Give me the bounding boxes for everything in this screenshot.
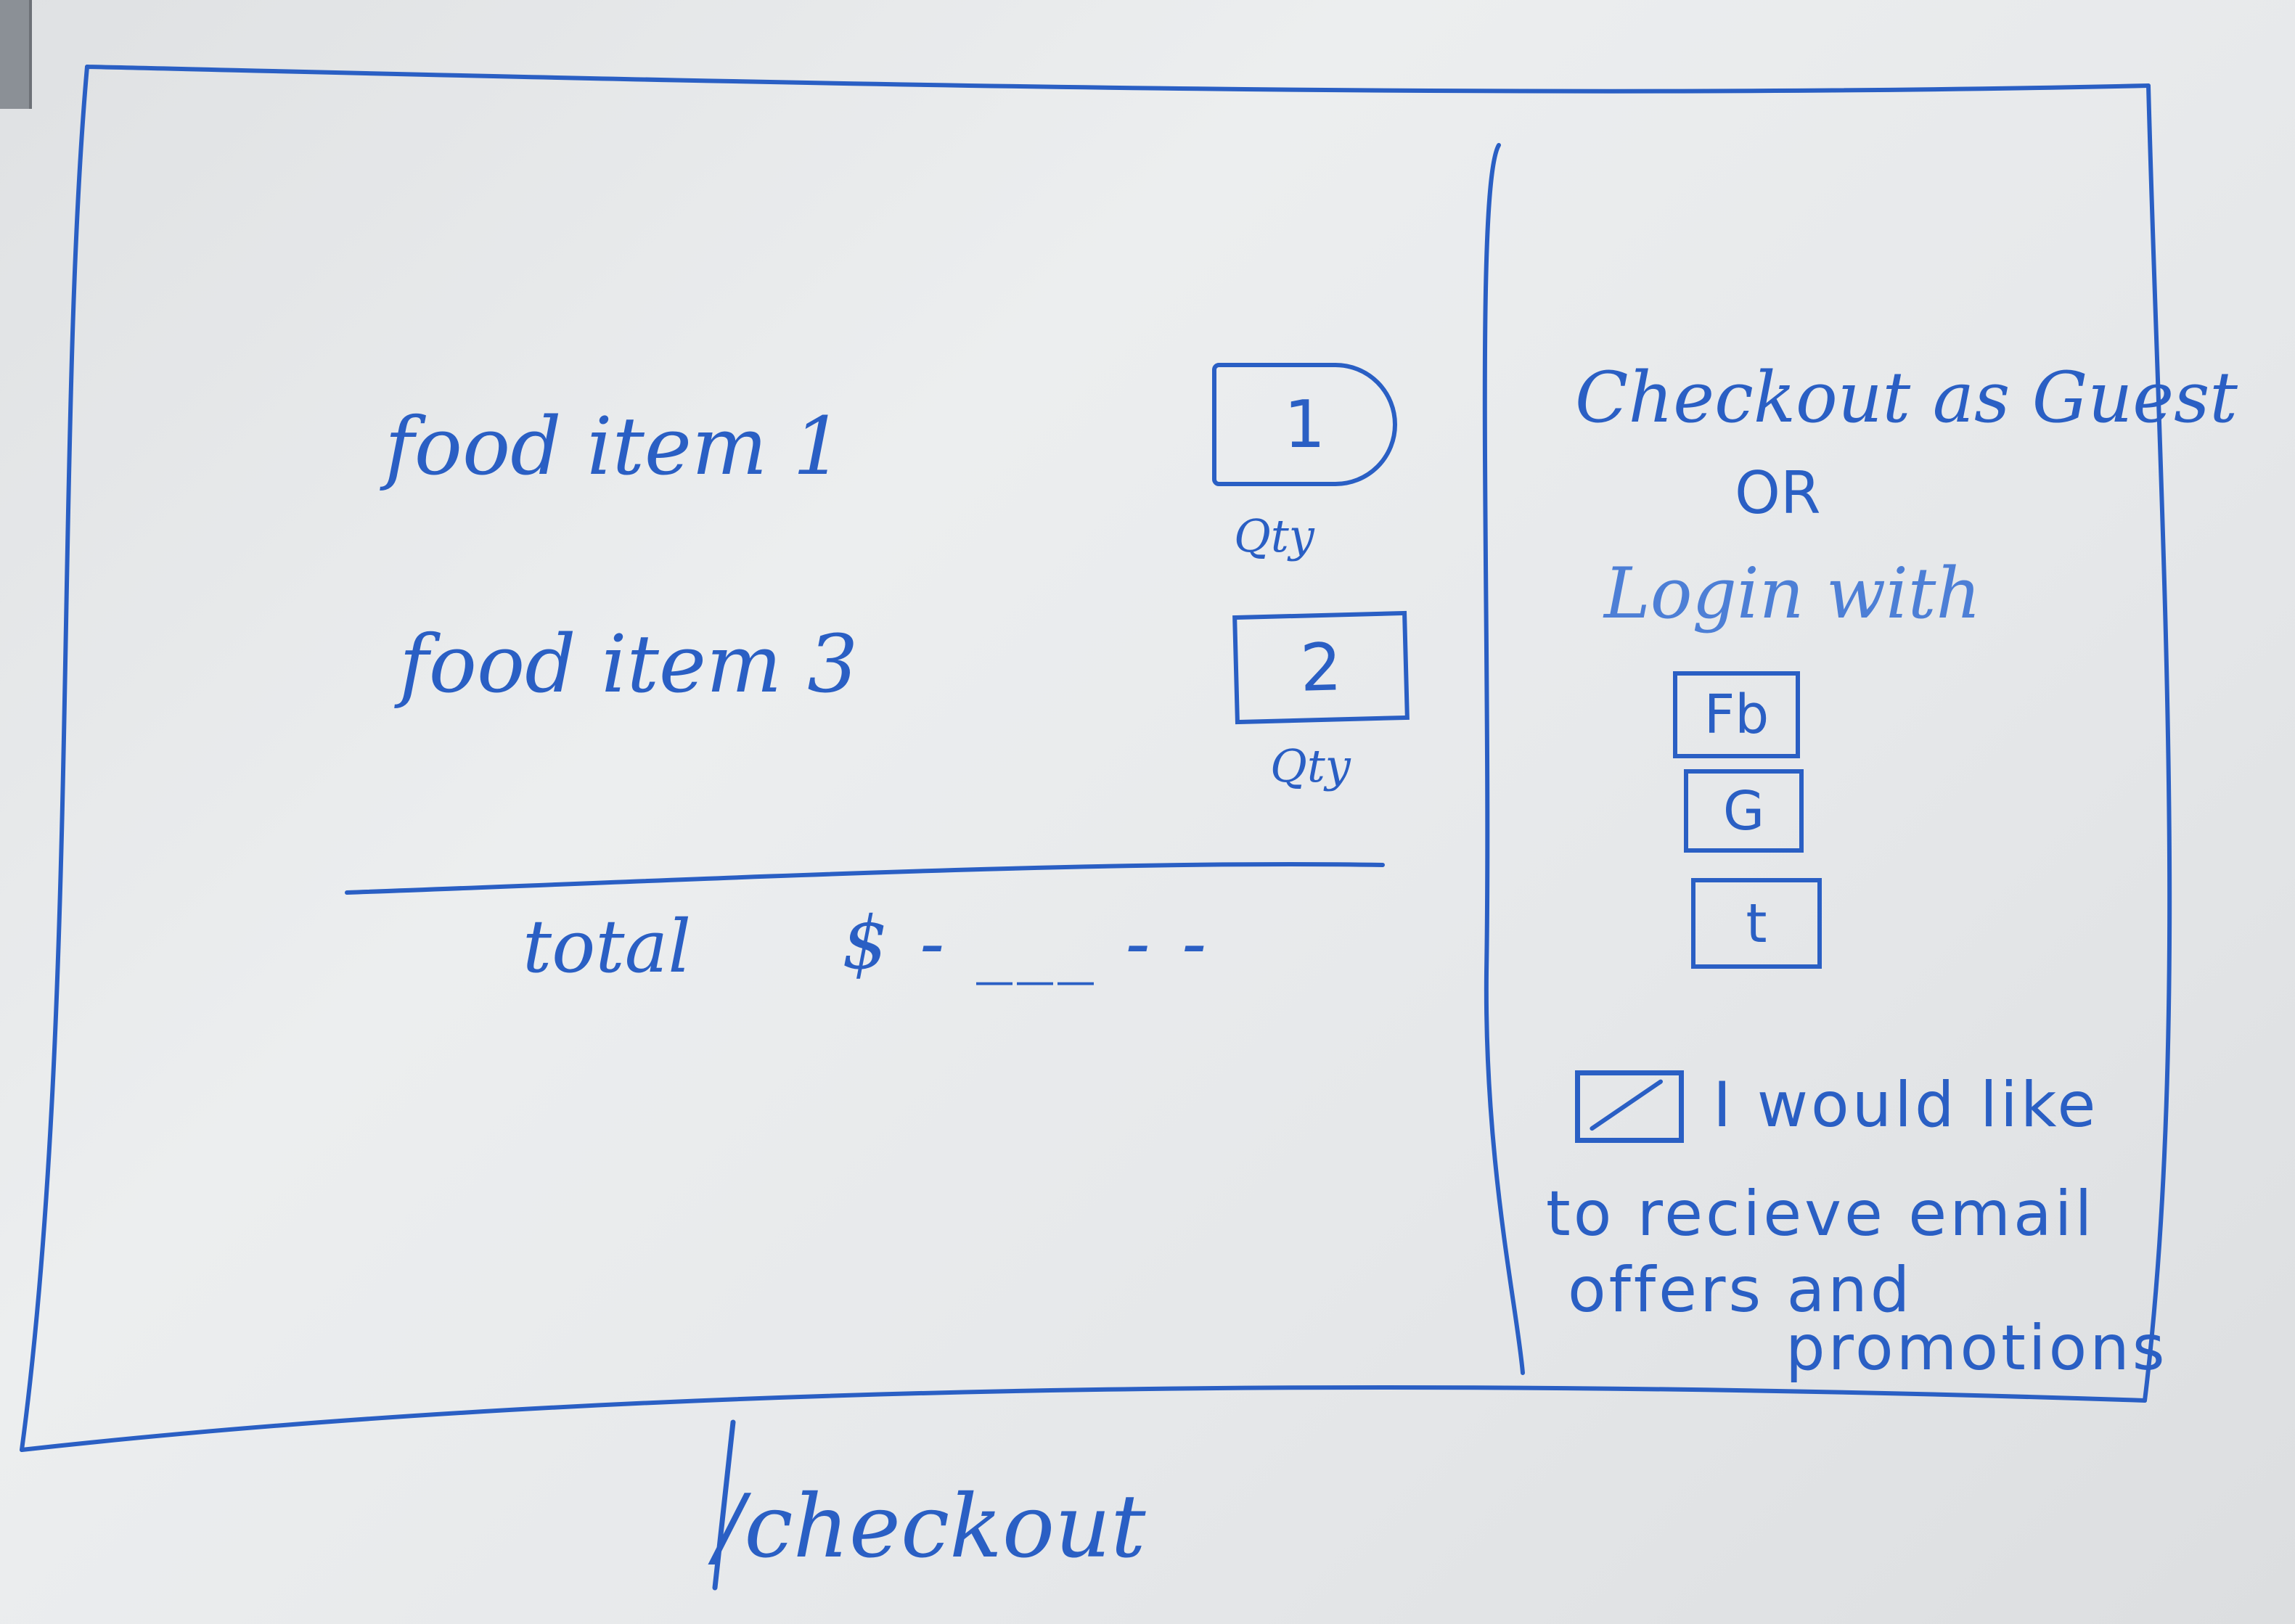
checkmark-icon xyxy=(1590,1079,1664,1131)
quantity-caption-1: Qty xyxy=(1234,509,1314,562)
frame-right-edge xyxy=(2143,83,2172,1403)
quantity-input-2[interactable]: 2 xyxy=(1232,610,1410,725)
facebook-login-button[interactable]: Fb xyxy=(1673,671,1800,758)
optin-label-line-4: promotions xyxy=(1785,1312,2168,1385)
panel-divider xyxy=(1482,143,1525,1375)
email-optin-checkbox[interactable] xyxy=(1575,1070,1684,1143)
twitter-login-button[interactable]: t xyxy=(1691,878,1822,969)
quantity-input-1[interactable]: 1 xyxy=(1212,363,1397,486)
optin-label-line-3: offers and xyxy=(1568,1254,1913,1326)
quantity-caption-2: Qty xyxy=(1270,739,1351,792)
frame-bottom-edge xyxy=(20,1385,2147,1452)
google-login-button[interactable]: G xyxy=(1684,769,1804,853)
optin-label-line-2: to recieve email xyxy=(1546,1178,2095,1250)
total-label: total xyxy=(523,904,692,989)
total-value: $ - ___ - - xyxy=(842,901,1211,985)
frame-top-edge xyxy=(85,65,2151,94)
optin-label-line-1: I would like xyxy=(1713,1069,2099,1141)
cart-item-name-2: food item 3 xyxy=(399,618,859,710)
login-with-label: Login with xyxy=(1604,553,1981,634)
google-icon: G xyxy=(1722,779,1765,842)
frame-left-edge xyxy=(20,65,89,1452)
or-separator: OR xyxy=(1735,459,1821,527)
twitter-icon: t xyxy=(1746,892,1767,955)
cart-item-name-1: food item 1 xyxy=(385,400,844,493)
route-label: /checkout xyxy=(715,1477,1146,1578)
route-slash xyxy=(712,1419,736,1591)
total-divider xyxy=(345,861,1385,895)
facebook-icon: Fb xyxy=(1703,684,1770,746)
wall-outlet xyxy=(0,0,32,109)
checkout-as-guest-link[interactable]: Checkout as Guest xyxy=(1575,357,2238,438)
